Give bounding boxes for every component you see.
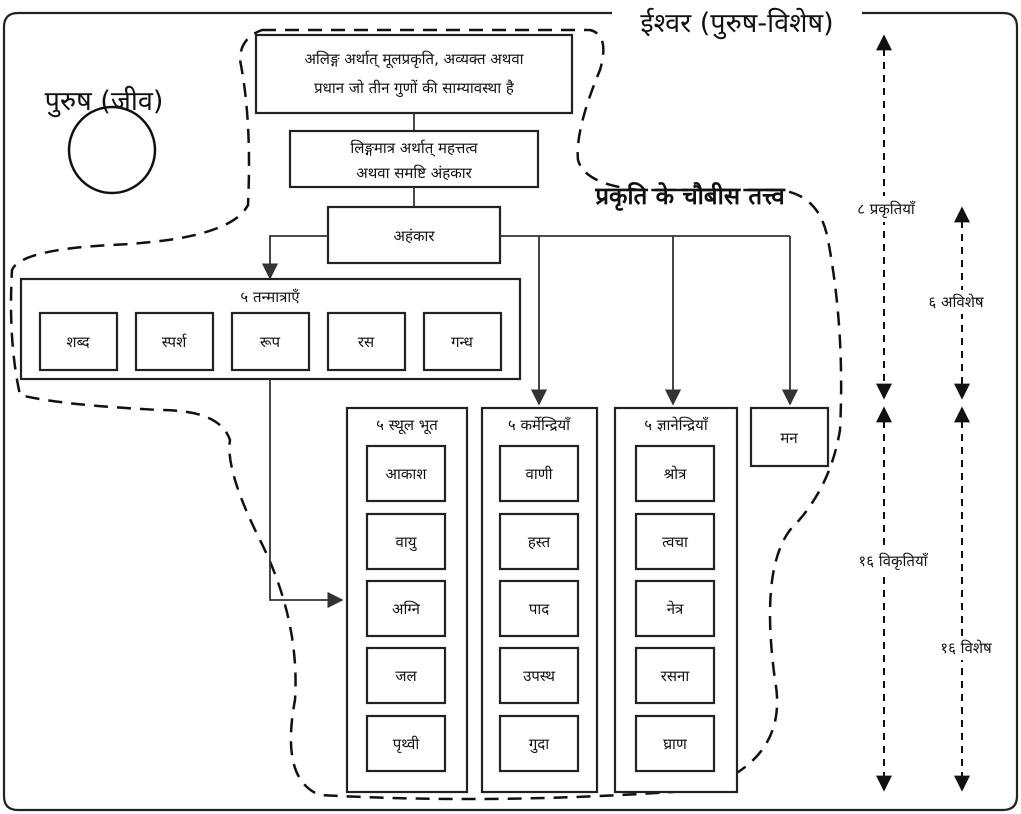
svg-text:पाद: पाद [529,600,550,618]
prakriti-group-label: प्रकृति के चौबीस तत्त्व [594,182,786,211]
avishesha-label: ६ अविशेष [928,293,983,311]
manas-label: मन [780,429,798,447]
svg-text:रस: रस [358,333,375,351]
svg-text:शब्द: शब्द [66,333,90,351]
mula-prakriti-box [254,33,574,115]
tanmatra-item: स्पर्श [134,311,215,372]
svg-text:अग्नि: अग्नि [392,600,421,618]
purusha-label: पुरुष (जीव) [45,85,164,118]
sthula-bhuta-item: वायु [365,512,447,571]
svg-text:गुदा: गुदा [529,735,550,754]
svg-text:उपस्थ: उपस्थ [523,667,555,685]
vishesha-label: १६ विशेष [940,639,992,657]
purusha-circle [67,105,157,195]
jnanendriya-item: घ्राण [634,714,716,773]
vikritiyan-label: १६ विकृतियाँ [858,552,928,571]
svg-text:हस्त: हस्त [528,533,551,551]
svg-text:आकाश: आकाश [386,465,428,483]
karmendriya-title: ५ कर्मेन्द्रियाँ [508,416,571,434]
svg-text:नेत्र: नेत्र [667,600,684,618]
tanmatra-item: शब्द [38,311,119,372]
sthula-bhuta-item: अग्नि [365,579,447,638]
prakritiyan-label: ८ प्रकृतियाँ [857,200,916,219]
mula-prakriti-line2: प्रधान जो तीन गुणों की साम्यावस्था है [314,79,515,98]
svg-text:रूप: रूप [260,333,281,351]
svg-text:गन्ध: गन्ध [451,333,474,351]
ahankara-box [326,205,502,265]
tanmatra-item: रूप [230,311,311,372]
outer-frame [2,11,1019,812]
karmendriya-item: उपस्थ [498,646,580,705]
svg-text:वायु: वायु [396,533,418,552]
karmendriya-item: गुदा [498,714,580,773]
mahat-line2: अथवा समष्टि अंहकार [356,164,472,182]
mula-prakriti-line1: अलिङ्ग अर्थात् मूलप्रकृति, अव्यक्त अथवा [304,50,524,69]
jnanendriya-item: श्रोत्र [634,444,716,503]
mahat-line1: लिङ्गमात्र अर्थात् महत्तत्व [350,139,478,157]
karmendriya-item: पाद [498,579,580,638]
tanmatra-item: गन्ध [422,311,503,372]
ishvara-title: ईश्वर (पुरुष-विशेष) [640,7,833,40]
svg-text:घ्राण: घ्राण [663,735,688,753]
tanmatra-item: रस [326,311,407,372]
arrow-to-sthula-bhuta [269,379,344,609]
jnanendriya-item: रसना [634,646,716,705]
jnanendriya-item: नेत्र [634,579,716,638]
karmendriya-item: वाणी [498,444,580,503]
svg-text:स्पर्श: स्पर्श [162,333,188,351]
mahat-box [288,129,540,189]
karmendriya-item: हस्त [498,512,580,571]
sthula-bhuta-item: जल [365,646,447,705]
svg-text:वाणी: वाणी [526,465,554,483]
svg-text:त्वचा: त्वचा [662,533,689,551]
svg-text:जल: जल [395,667,417,685]
arrow-to-tanmatras [261,235,328,280]
prakriti-boundary [9,28,843,801]
tanmatra-title: ५ तन्मात्राएँ [240,288,300,306]
svg-text:पृथ्वी: पृथ्वी [393,735,421,754]
sthula-bhuta-item: पृथ्वी [365,714,447,773]
ahankara-label: अहंकार [394,227,436,245]
sthula-bhuta-title: ५ स्थूल भूत [376,416,438,435]
svg-text:श्रोत्र: श्रोत्र [664,465,688,483]
sthula-bhuta-item: आकाश [365,444,447,503]
manas-box [749,406,830,468]
jnanendriya-item: त्वचा [634,512,716,571]
svg-text:रसना: रसना [661,667,691,685]
jnanendriya-title: ५ ज्ञानेन्द्रियाँ [644,416,709,434]
